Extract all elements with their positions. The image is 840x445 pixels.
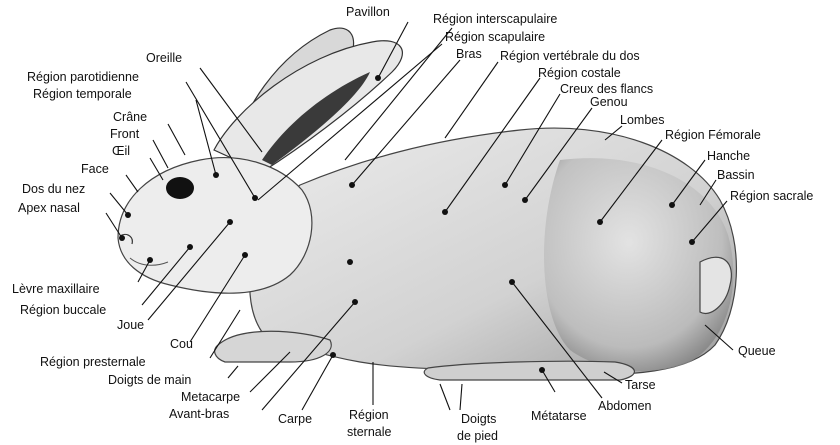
label-doigts-de-pied-line1: Doigts xyxy=(461,412,496,426)
label-region-vertebrale: Région vertébrale du dos xyxy=(500,49,640,63)
dot-creux-des-flancs xyxy=(502,182,508,188)
front-paw-shape xyxy=(215,331,332,362)
dot-joue xyxy=(227,219,233,225)
label-dos-du-nez: Dos du nez xyxy=(22,182,85,196)
label-cou: Cou xyxy=(170,337,193,351)
head-shape xyxy=(118,158,312,294)
label-joue: Joue xyxy=(117,318,144,332)
dot-region-buccale xyxy=(187,244,193,250)
label-creux-des-flancs: Creux des flancs xyxy=(560,82,653,96)
leader-dos-du-nez xyxy=(110,193,128,215)
dot-region-scapulaire xyxy=(349,182,355,188)
leader-carpe xyxy=(302,355,333,410)
dot-region-costale xyxy=(442,209,448,215)
dot-apex-nasal xyxy=(119,235,125,241)
label-avant-bras: Avant-bras xyxy=(169,407,229,421)
label-hanche: Hanche xyxy=(707,149,750,163)
dot-levre-maxillaire xyxy=(147,257,153,263)
label-abdomen: Abdomen xyxy=(598,399,652,413)
dot-region-parotidienne xyxy=(252,195,258,201)
label-region-buccale: Région buccale xyxy=(20,303,106,317)
label-apex-nasal: Apex nasal xyxy=(18,201,80,215)
dot-avant-bras xyxy=(352,299,358,305)
label-bras: Bras xyxy=(456,47,482,61)
label-oeil: Œil xyxy=(112,144,130,158)
label-carpe: Carpe xyxy=(278,412,312,426)
dot-region-sacrale xyxy=(689,239,695,245)
leader-region-vertebrale xyxy=(445,62,498,138)
label-front: Front xyxy=(110,127,140,141)
dot-dos-du-nez xyxy=(125,212,131,218)
label-region-femorale: Région Fémorale xyxy=(665,128,761,142)
leader-doigts-de-main xyxy=(228,366,238,378)
label-doigts-de-main: Doigts de main xyxy=(108,373,191,387)
label-lombes: Lombes xyxy=(620,113,664,127)
eye-shape xyxy=(166,177,194,199)
label-tarse: Tarse xyxy=(625,378,656,392)
label-metatarse: Métatarse xyxy=(531,409,587,423)
label-genou: Genou xyxy=(590,95,628,109)
leader-front xyxy=(153,140,168,168)
label-queue: Queue xyxy=(738,344,776,358)
leader-doigts-de-pied-a xyxy=(440,384,450,410)
dot-region-femorale xyxy=(597,219,603,225)
dot-cou xyxy=(242,252,248,258)
rabbit-illustration xyxy=(118,28,736,380)
dot-carpe xyxy=(330,352,336,358)
label-region-sternale-line1: Région xyxy=(349,408,389,422)
label-region-scapulaire: Région scapulaire xyxy=(445,30,545,44)
dot-region-temporale xyxy=(213,172,219,178)
label-region-temporale: Région temporale xyxy=(33,87,132,101)
label-region-sternale-line2: sternale xyxy=(347,425,392,439)
label-oreille: Oreille xyxy=(146,51,182,65)
dot-hanche xyxy=(669,202,675,208)
dot-abdomen xyxy=(509,279,515,285)
label-face: Face xyxy=(81,162,109,176)
label-region-sacrale: Région sacrale xyxy=(730,189,813,203)
label-region-parotidienne: Région parotidienne xyxy=(27,70,139,84)
leader-face xyxy=(126,175,138,192)
dot-pavillon xyxy=(375,75,381,81)
label-region-costale: Région costale xyxy=(538,66,621,80)
dot-bras xyxy=(347,259,353,265)
label-pavillon: Pavillon xyxy=(346,5,390,19)
dot-genou xyxy=(522,197,528,203)
label-region-presternale: Région presternale xyxy=(40,355,146,369)
label-doigts-de-pied-line2: de pied xyxy=(457,429,498,443)
label-region-interscapulaire: Région interscapulaire xyxy=(433,12,557,26)
label-bassin: Bassin xyxy=(717,168,755,182)
leader-crane xyxy=(168,124,185,155)
leader-doigts-de-pied-b xyxy=(460,384,462,410)
label-crane: Crâne xyxy=(113,110,147,124)
label-levre-maxillaire: Lèvre maxillaire xyxy=(12,282,100,296)
dot-metatarse xyxy=(539,367,545,373)
label-metacarpe: Metacarpe xyxy=(181,390,240,404)
